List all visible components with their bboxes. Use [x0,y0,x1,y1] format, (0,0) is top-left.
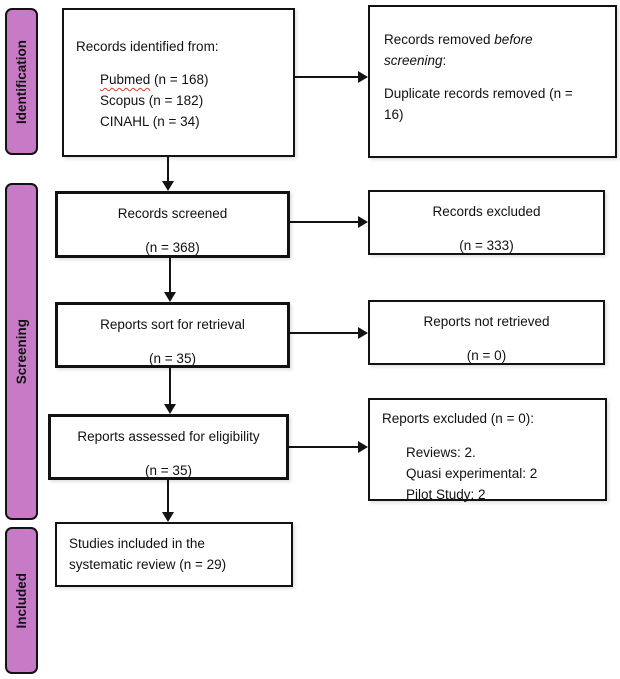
records-identified-intro: Records identified from: [76,39,219,54]
arrow-identified-to-screened [162,157,174,191]
records-removed-prefix: Records removed [384,32,495,47]
studies-included-text: Studies included in the systematic revie… [69,536,227,572]
reason-pilot-study: Pilot Study: 2 [406,487,486,502]
records-screened-count: (n = 368) [145,240,200,255]
records-removed-italic-2: screening [384,53,443,68]
reports-not-retrieved-title: Reports not retrieved [423,314,550,329]
stage-label-identification: Identification [14,39,29,124]
arrow-retrieval-to-not-retrieved [289,327,368,339]
box-records-identified: Records identified from: Pubmed (n = 168… [62,8,295,157]
arrow-screened-to-retrieval [164,258,176,302]
reports-retrieval-title: Reports sort for retrieval [100,317,245,332]
source-pubmed: Pubmed (n = 168) [100,69,283,90]
stage-label-included: Included [14,572,29,629]
records-excluded-title: Records excluded [432,204,541,219]
reports-assessed-count: (n = 35) [145,463,192,478]
stage-bar-screening: Screening [5,183,38,520]
source-cinahl: CINAHL (n = 34) [100,114,200,129]
source-pubmed-count: (n = 168) [150,72,209,87]
reason-quasi-experimental: Quasi experimental: 2 [406,466,538,481]
reason-reviews: Reviews: 2. [406,445,476,460]
records-removed-detail-line2: 16) [384,107,404,122]
records-removed-heading: Records removed before screening: [384,29,603,71]
box-records-excluded: Records excluded (n = 333) [368,190,605,255]
box-reports-excluded: Reports excluded (n = 0): Reviews: 2. Qu… [368,398,607,502]
records-screened-title: Records screened [117,206,228,221]
box-records-removed: Records removed before screening: Duplic… [368,5,617,158]
arrow-assessed-to-studies-included [162,480,174,522]
arrow-screened-to-excluded [289,216,368,228]
records-excluded-count: (n = 333) [459,238,514,253]
reports-excluded-reasons: Reviews: 2. Quasi experimental: 2 Pilot … [406,442,595,505]
box-reports-retrieval: Reports sort for retrieval (n = 35) [55,302,290,368]
stage-label-screening: Screening [14,318,29,385]
box-studies-included: Studies included in the systematic revie… [55,522,293,587]
arrow-assessed-to-reports-excluded [288,441,368,453]
reports-retrieval-count: (n = 35) [149,351,196,366]
reports-not-retrieved-count: (n = 0) [466,348,507,363]
box-reports-assessed: Reports assessed for eligibility (n = 35… [48,414,289,480]
records-identified-sources: Pubmed (n = 168) Scopus (n = 182) CINAHL… [100,69,283,132]
records-removed-suffix: : [442,53,447,68]
arrow-identified-to-removed [294,71,368,83]
reports-excluded-intro: Reports excluded (n = 0): [382,411,534,426]
records-removed-detail-line1: Duplicate records removed (n = [384,86,573,101]
source-pubmed-name: Pubmed [100,72,151,87]
stage-bar-included: Included [5,527,38,674]
box-records-screened: Records screened (n = 368) [55,191,290,258]
reports-assessed-title: Reports assessed for eligibility [77,429,260,444]
source-scopus: Scopus (n = 182) [100,93,204,108]
arrow-retrieval-to-assessed [164,368,176,414]
records-removed-italic-1: before [494,32,533,47]
stage-bar-identification: Identification [5,8,38,155]
box-reports-not-retrieved: Reports not retrieved (n = 0) [368,300,605,365]
records-removed-detail: Duplicate records removed (n = 16) [384,83,603,125]
